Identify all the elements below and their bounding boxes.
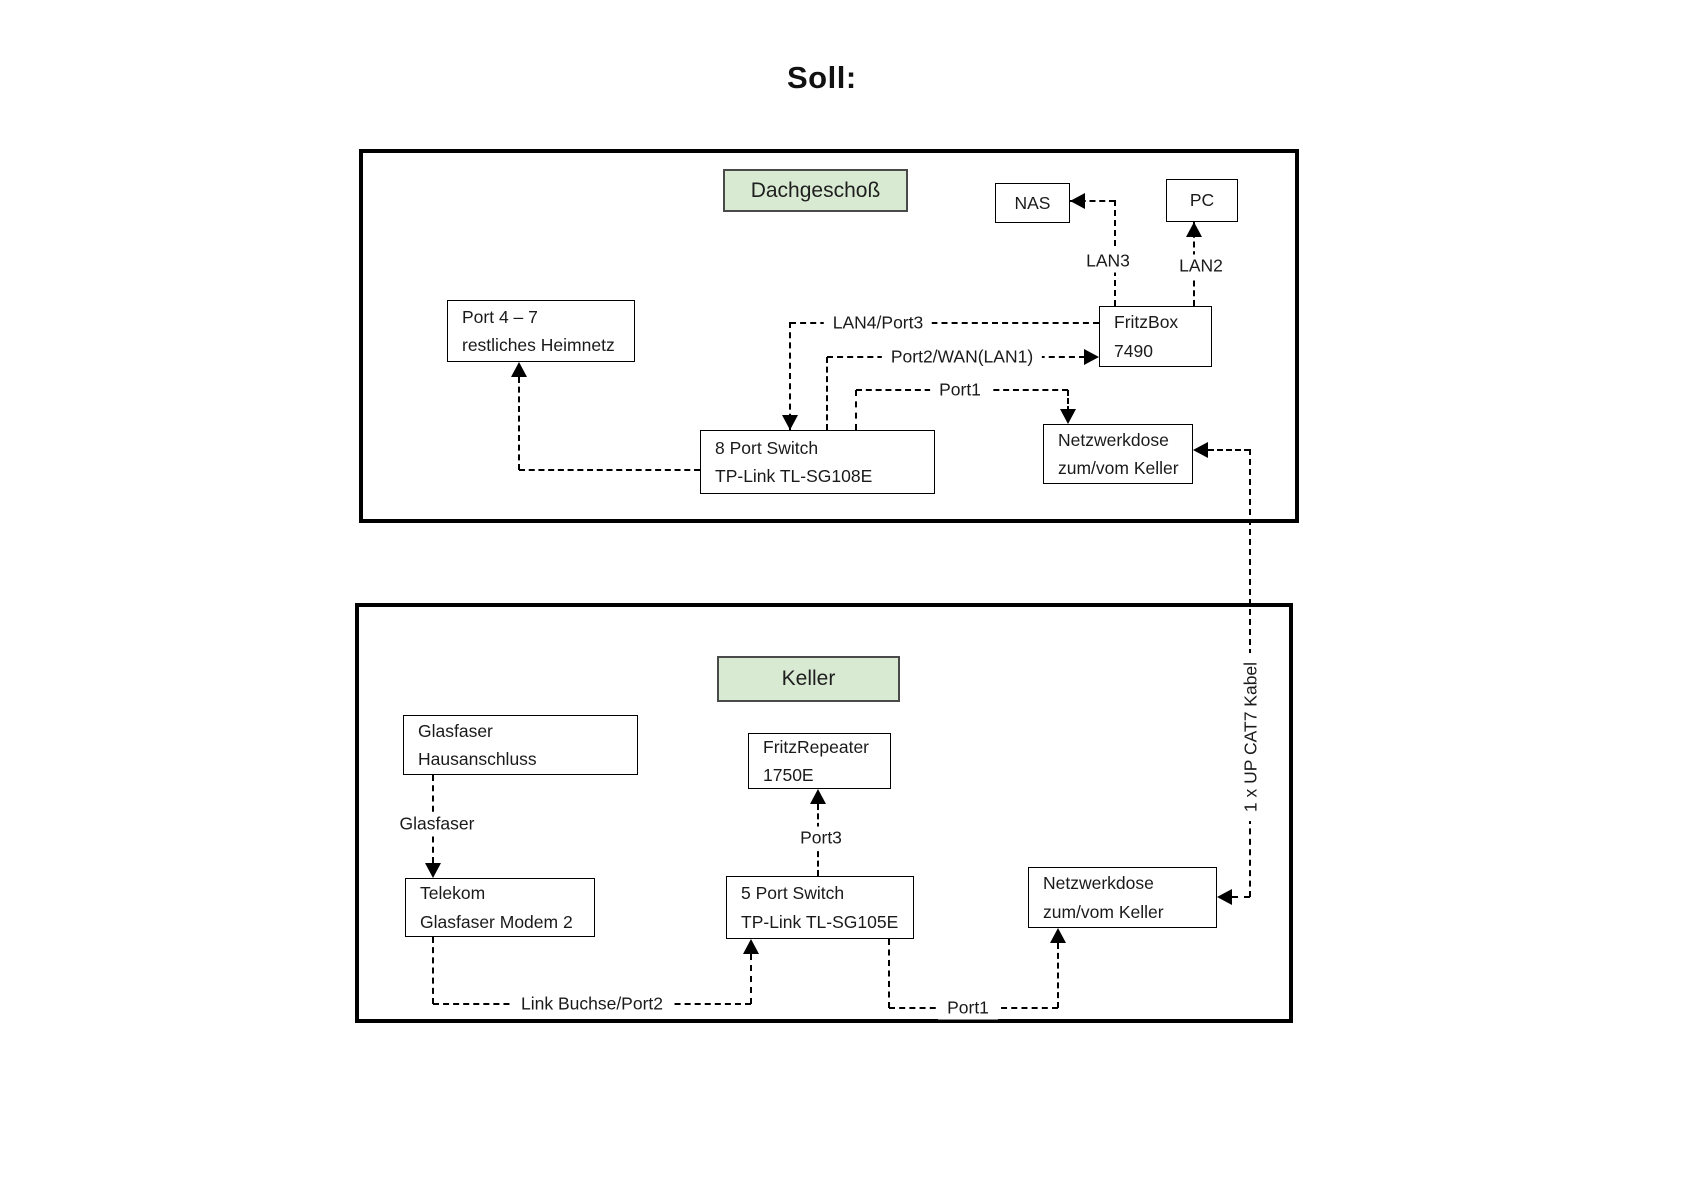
node-netzdose-keller: Netzwerkdose zum/vom Keller — [1028, 867, 1217, 928]
label-cat7-kabel: 1 x UP CAT7 Kabel — [1239, 652, 1263, 822]
node-nas-label: NAS — [1014, 192, 1051, 213]
node-fritzbox-line2: 7490 — [1114, 340, 1153, 361]
label-lan3: LAN3 — [1077, 249, 1139, 273]
connector-port2wan-v — [826, 357, 828, 430]
node-netzdose-dg-line2: zum/vom Keller — [1058, 458, 1179, 478]
connector-linkbuchse-v2 — [750, 954, 752, 1004]
node-netzdose-k-line1: Netzwerkdose — [1043, 873, 1154, 894]
node-port47: Port 4 – 7 restliches Heimnetz — [447, 300, 635, 362]
connector-lan4port3-v — [789, 322, 791, 430]
arrowhead-into-telekom — [425, 863, 441, 878]
label-port3: Port3 — [791, 826, 851, 850]
node-fritzbox: FritzBox 7490 — [1099, 306, 1212, 367]
node-pc-label: PC — [1189, 190, 1215, 211]
node-port47-line2: restliches Heimnetz — [462, 335, 615, 355]
node-switch8-line1: 8 Port Switch — [715, 437, 819, 458]
node-telekom-modem: Telekom Glasfaser Modem 2 — [405, 878, 595, 937]
connector-switch8-port47-h — [519, 469, 700, 471]
node-fritzrepeater-line2: 1750E — [763, 765, 814, 785]
connector-cat7-v-upper — [1249, 449, 1251, 655]
connector-cat7-v-lower — [1249, 818, 1251, 897]
node-telekom-line2: Glasfaser Modem 2 — [420, 911, 573, 932]
label-glasfaser: Glasfaser — [390, 812, 484, 836]
node-fritzbox-line1: FritzBox — [1114, 312, 1179, 333]
node-fritzrepeater-line1: FritzRepeater — [763, 736, 870, 757]
connector-lan4port3-h — [790, 322, 1099, 324]
connector-port1dg-v1 — [855, 390, 857, 430]
node-glasfaser-haus-line1: Glasfaser — [418, 720, 493, 741]
node-glasfaser-haus-line2: Hausanschluss — [418, 749, 537, 769]
node-nas: NAS — [995, 183, 1070, 223]
node-netzdose-dg-line1: Netzwerkdose — [1058, 429, 1169, 450]
section-label-keller: Keller — [717, 656, 900, 702]
arrowhead-into-fritzrepeater — [810, 789, 826, 804]
connector-port1k-v1 — [888, 939, 890, 1008]
label-port1-dachgeschoss: Port1 — [930, 378, 990, 402]
label-port1-keller: Port1 — [938, 996, 998, 1020]
node-switch5-line1: 5 Port Switch — [741, 883, 845, 904]
arrowhead-into-netzdose-k — [1050, 928, 1066, 943]
arrowhead-into-nas — [1070, 193, 1085, 209]
arrowhead-into-pc — [1186, 222, 1202, 237]
connector-cat7-h-top — [1208, 449, 1250, 451]
connector-port1dg-v2 — [1067, 390, 1069, 412]
node-fritzrepeater: FritzRepeater 1750E — [748, 733, 891, 789]
connector-linkbuchse-v1 — [432, 937, 434, 1004]
connector-lan3-h — [1070, 200, 1115, 202]
page-title: Soll: — [787, 60, 857, 95]
arrowhead-into-netzdose-k-right — [1217, 889, 1232, 905]
node-telekom-line1: Telekom — [420, 883, 486, 904]
connector-port1k-v2 — [1057, 943, 1059, 1008]
node-glasfaser-hausanschluss: Glasfaser Hausanschluss — [403, 715, 638, 775]
label-lan4port3: LAN4/Port3 — [823, 311, 933, 335]
node-port47-line1: Port 4 – 7 — [462, 306, 538, 327]
label-linkbuchse-port2: Link Buchse/Port2 — [511, 992, 673, 1016]
node-switch8: 8 Port Switch TP-Link TL-SG108E — [700, 430, 935, 494]
arrowhead-into-port47 — [511, 362, 527, 377]
node-switch8-line2: TP-Link TL-SG108E — [715, 466, 873, 486]
label-port2wan: Port2/WAN(LAN1) — [881, 345, 1043, 369]
node-pc: PC — [1166, 179, 1238, 222]
arrowhead-into-fritzbox — [1084, 349, 1099, 365]
arrowhead-into-netzdose-dg — [1060, 409, 1076, 424]
label-lan2: LAN2 — [1170, 254, 1232, 278]
node-netzdose-dachgeschoss: Netzwerkdose zum/vom Keller — [1043, 424, 1193, 484]
node-netzdose-k-line2: zum/vom Keller — [1043, 901, 1164, 922]
node-switch5-line2: TP-Link TL-SG105E — [741, 911, 899, 932]
arrowhead-into-netzdose-dg-right — [1193, 442, 1208, 458]
connector-switch8-port47-v — [518, 377, 520, 470]
node-switch5: 5 Port Switch TP-Link TL-SG105E — [726, 876, 914, 939]
arrowhead-into-switch5 — [743, 939, 759, 954]
arrowhead-into-switch8 — [782, 415, 798, 430]
section-label-dachgeschoss: Dachgeschoß — [723, 169, 908, 212]
connector-cat7-h-bottom — [1232, 896, 1250, 898]
